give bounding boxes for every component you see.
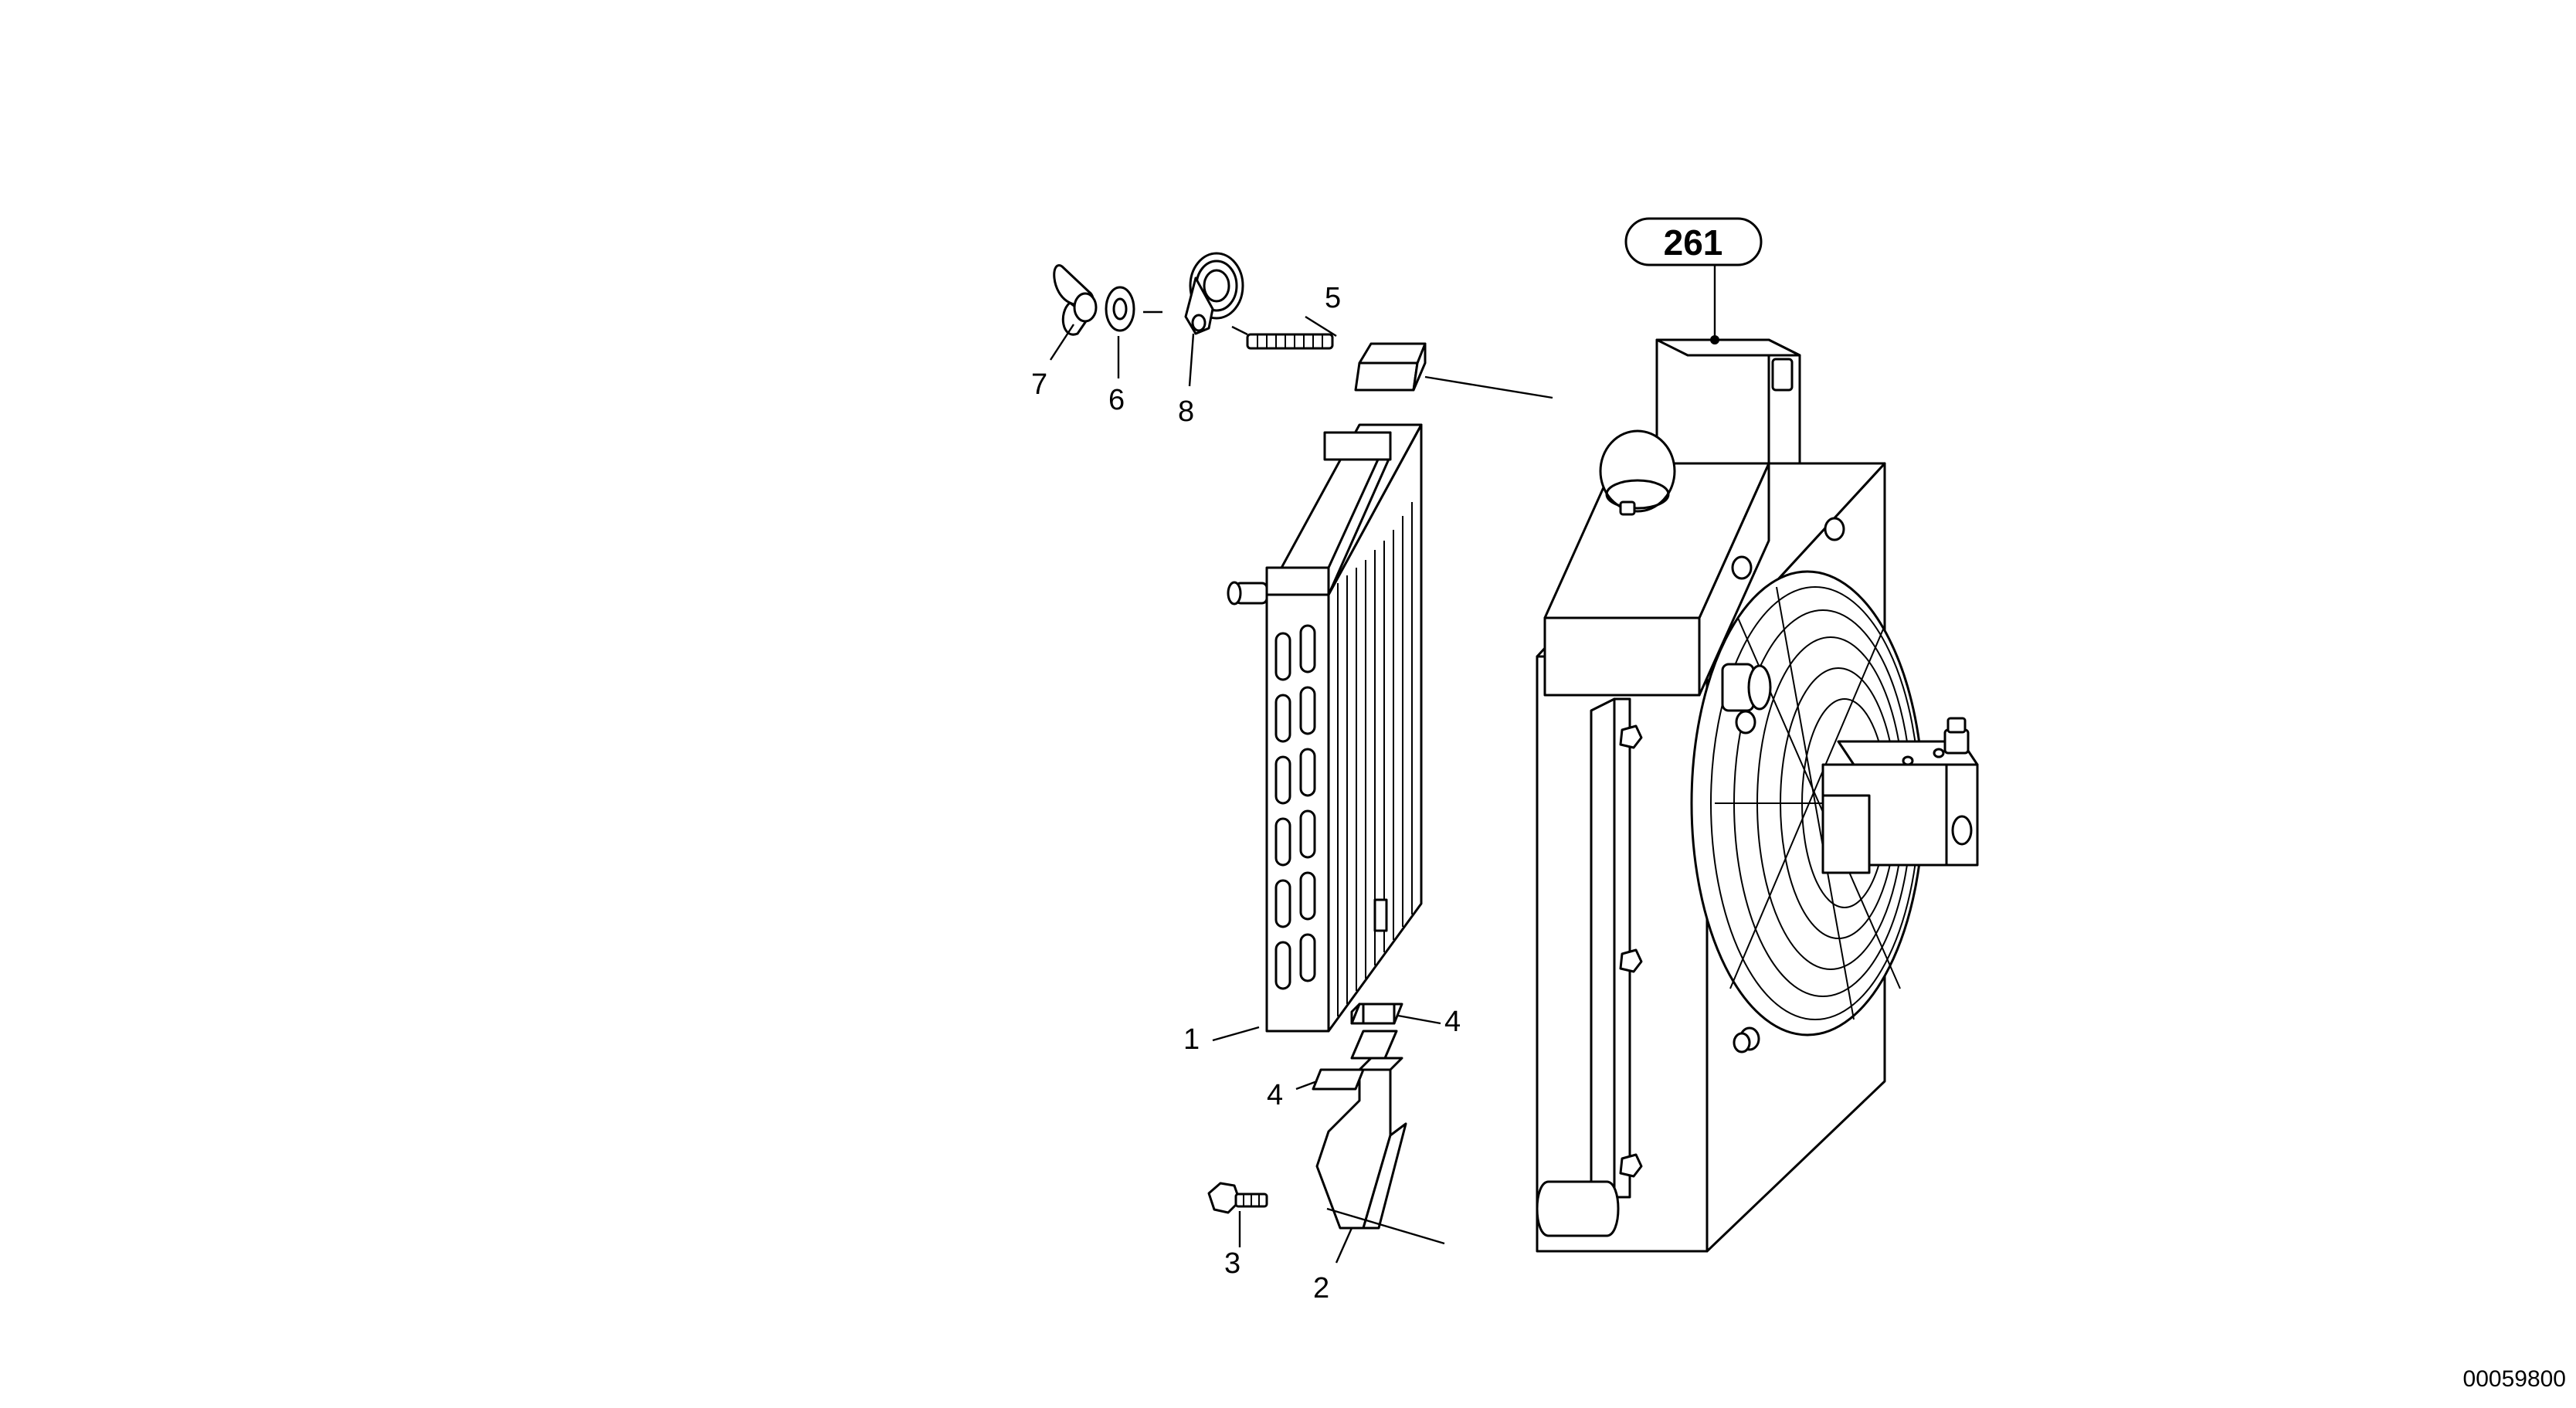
wing-nut [1053, 264, 1098, 336]
oil-cooler-core [1227, 342, 1427, 1033]
rubber-pad [1312, 1068, 1365, 1091]
hex-bolt [1207, 1182, 1268, 1214]
callout-4-lower: 4 [1267, 1079, 1283, 1111]
callout-4-upper: 4 [1444, 1006, 1461, 1038]
callout-6: 6 [1108, 384, 1125, 416]
assembly-reference-number: 261 [1664, 222, 1723, 263]
assembly-reference-badge: 261 [1624, 217, 1763, 266]
callout-3: 3 [1224, 1247, 1240, 1280]
cooler-fan-assembly [1536, 338, 1979, 1253]
callout-1: 1 [1183, 1023, 1200, 1056]
callout-8: 8 [1178, 395, 1194, 428]
bottom-bracket [1315, 1030, 1407, 1230]
threaded-stud [1246, 333, 1334, 350]
callout-2: 2 [1313, 1272, 1329, 1305]
callout-7: 7 [1031, 368, 1047, 401]
rubber-pad [1362, 1003, 1396, 1025]
washer [1105, 286, 1135, 332]
hose-clamp [1184, 252, 1244, 335]
document-number: 00059800 [2463, 1366, 2566, 1392]
callout-5: 5 [1325, 282, 1341, 314]
callout-labels: 1 2 3 4 4 5 6 7 8 [1031, 282, 1461, 1305]
leader-lines [1049, 263, 1719, 1264]
